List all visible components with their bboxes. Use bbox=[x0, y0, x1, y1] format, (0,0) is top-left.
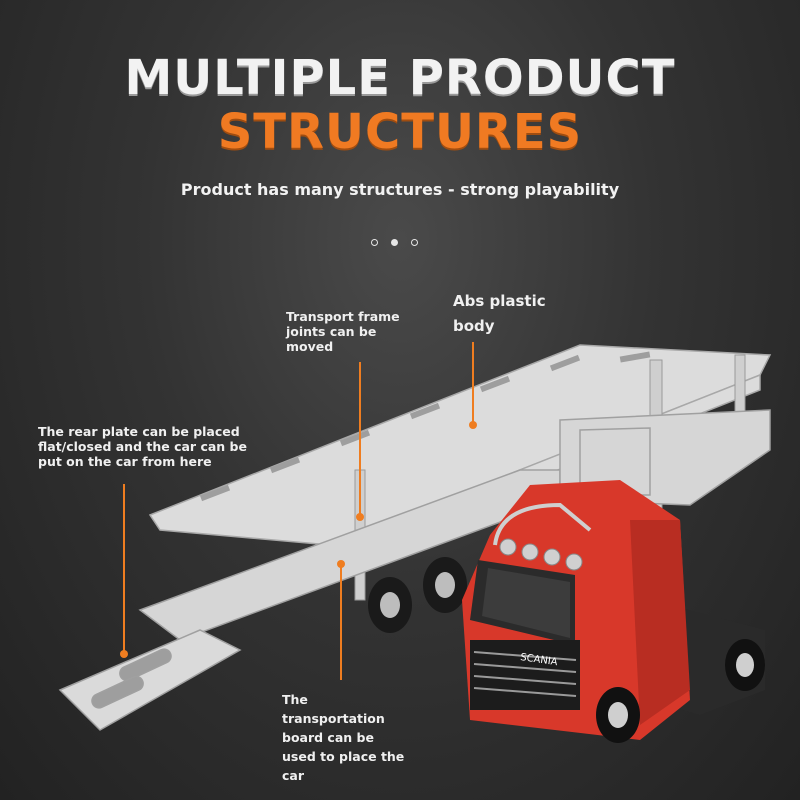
headline-line2: STRUCTURES bbox=[217, 104, 583, 160]
upper-deck-slots bbox=[199, 351, 651, 502]
callout-rear-plate: The rear plate can be placed flat/closed… bbox=[38, 424, 247, 469]
callout-dot-board bbox=[337, 560, 345, 568]
truck-cab: SCANIA bbox=[462, 480, 765, 743]
headline-line1: MULTIPLE PRODUCT bbox=[124, 50, 676, 106]
callout-transport-frame: Transport frame joints can be moved bbox=[286, 309, 400, 354]
callout-dot-rear bbox=[120, 650, 128, 658]
carousel-pagination bbox=[371, 239, 418, 246]
callout-line-board bbox=[340, 565, 342, 680]
pagination-dot-2[interactable] bbox=[391, 239, 398, 246]
trailer-wheels bbox=[368, 557, 467, 633]
callout-dot-abs bbox=[469, 421, 477, 429]
brand-label: SCANIA bbox=[520, 652, 559, 668]
callout-abs-plastic: Abs plastic body bbox=[453, 292, 546, 335]
pagination-dot-3[interactable] bbox=[411, 239, 418, 246]
callout-line-frame bbox=[359, 362, 361, 517]
callout-line-abs bbox=[472, 342, 474, 425]
pagination-dot-1[interactable] bbox=[371, 239, 378, 246]
callout-dot-frame bbox=[356, 513, 364, 521]
rear-ramp bbox=[58, 629, 242, 731]
callout-transport-board: The transportation board can be used to … bbox=[282, 692, 405, 783]
callout-line-rear bbox=[123, 484, 125, 654]
subtitle: Product has many structures - strong pla… bbox=[180, 180, 620, 199]
